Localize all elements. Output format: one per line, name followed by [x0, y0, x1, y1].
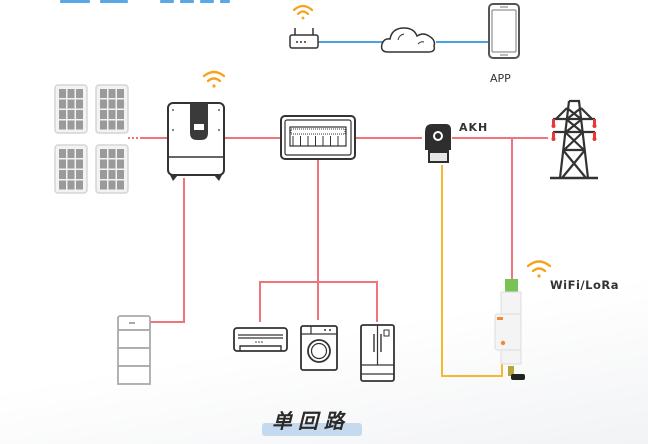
wifi-icon	[202, 70, 226, 88]
ct-meter-signal-link	[441, 165, 503, 377]
air-conditioner-icon	[233, 327, 288, 352]
distribution-box-icon	[280, 115, 356, 160]
breaker-strip	[290, 128, 346, 135]
current-transformer-icon	[425, 124, 451, 163]
inverter-icon	[167, 102, 225, 181]
caption-highlight	[262, 423, 362, 436]
gateway-label: WiFi/LoRa	[550, 278, 619, 292]
phone-node: APP	[488, 3, 520, 85]
wifi-icon	[526, 260, 552, 278]
app-label: APP	[490, 72, 511, 85]
power-tower-icon	[550, 99, 598, 180]
router-icon	[289, 28, 319, 49]
washing-machine-icon	[300, 325, 338, 371]
smartphone-icon	[488, 3, 520, 59]
solar-module	[54, 84, 88, 134]
power-links	[128, 137, 548, 323]
ct-node: AKH	[425, 121, 488, 163]
solar-module	[54, 144, 88, 194]
solar-module	[95, 144, 129, 194]
inverter-node	[167, 70, 226, 181]
loads-bus	[259, 281, 378, 322]
din-rail-meter-icon	[494, 279, 525, 380]
meter-node: WiFi/LoRa	[494, 260, 619, 380]
wifi-icon	[292, 4, 314, 20]
router-node	[289, 4, 319, 49]
battery-stack-icon	[117, 315, 151, 385]
caption-text: 单回路	[272, 409, 350, 433]
solar-panel-array	[54, 84, 129, 194]
solar-module	[95, 84, 129, 134]
caption: 单回路	[262, 403, 362, 437]
inverter-battery-link	[150, 178, 185, 323]
meter-label: AKH	[459, 121, 488, 134]
cloud-icon	[380, 27, 436, 53]
solar-panel-icon	[54, 84, 129, 194]
refrigerator-icon	[360, 324, 395, 382]
header-title-fragment	[60, 0, 230, 3]
